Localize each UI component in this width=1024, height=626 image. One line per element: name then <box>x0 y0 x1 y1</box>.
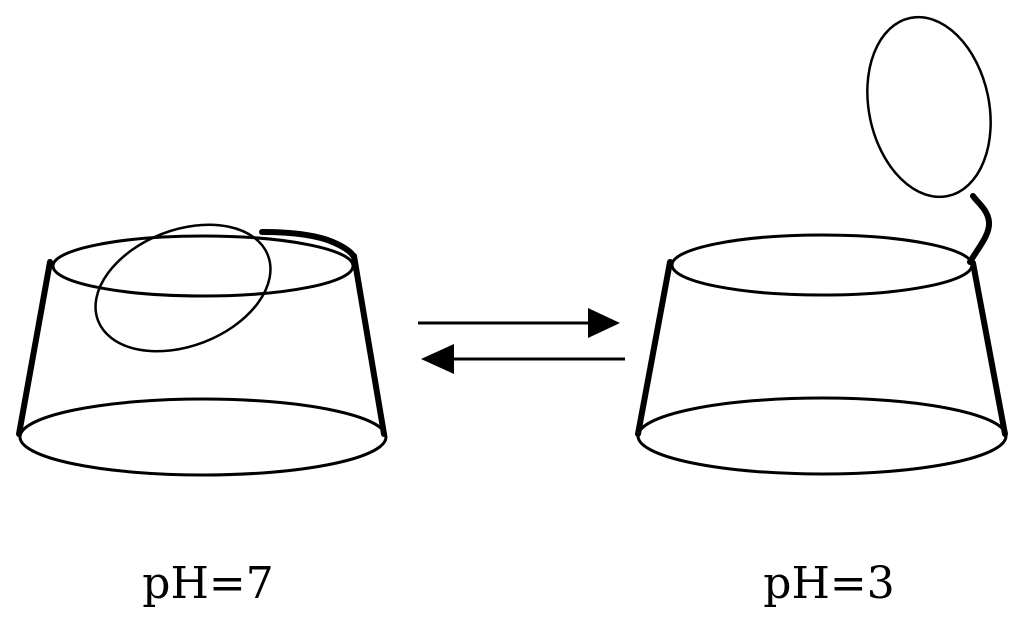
tether-closed <box>259 229 357 260</box>
container-open <box>635 15 1008 476</box>
container-closed-top-rim <box>51 234 355 298</box>
lid-closed <box>94 223 272 353</box>
state-label-ph7: pH=7 <box>142 558 274 609</box>
tether-open <box>967 193 993 265</box>
forward-arrow-head <box>588 308 620 338</box>
container-open-base <box>636 396 1008 476</box>
container-closed-base <box>18 397 388 477</box>
reverse-arrow-head <box>421 344 454 374</box>
container-closed-right-wall <box>351 253 387 437</box>
container-open-right-wall <box>970 260 1008 437</box>
equilibrium-arrows <box>418 308 625 374</box>
container-open-left-wall <box>635 259 673 437</box>
container-closed-left-wall <box>16 259 53 437</box>
container-open-top-rim <box>670 233 974 297</box>
container-closed <box>16 223 388 477</box>
state-label-ph3: pH=3 <box>763 558 895 609</box>
lid-open <box>866 15 992 199</box>
